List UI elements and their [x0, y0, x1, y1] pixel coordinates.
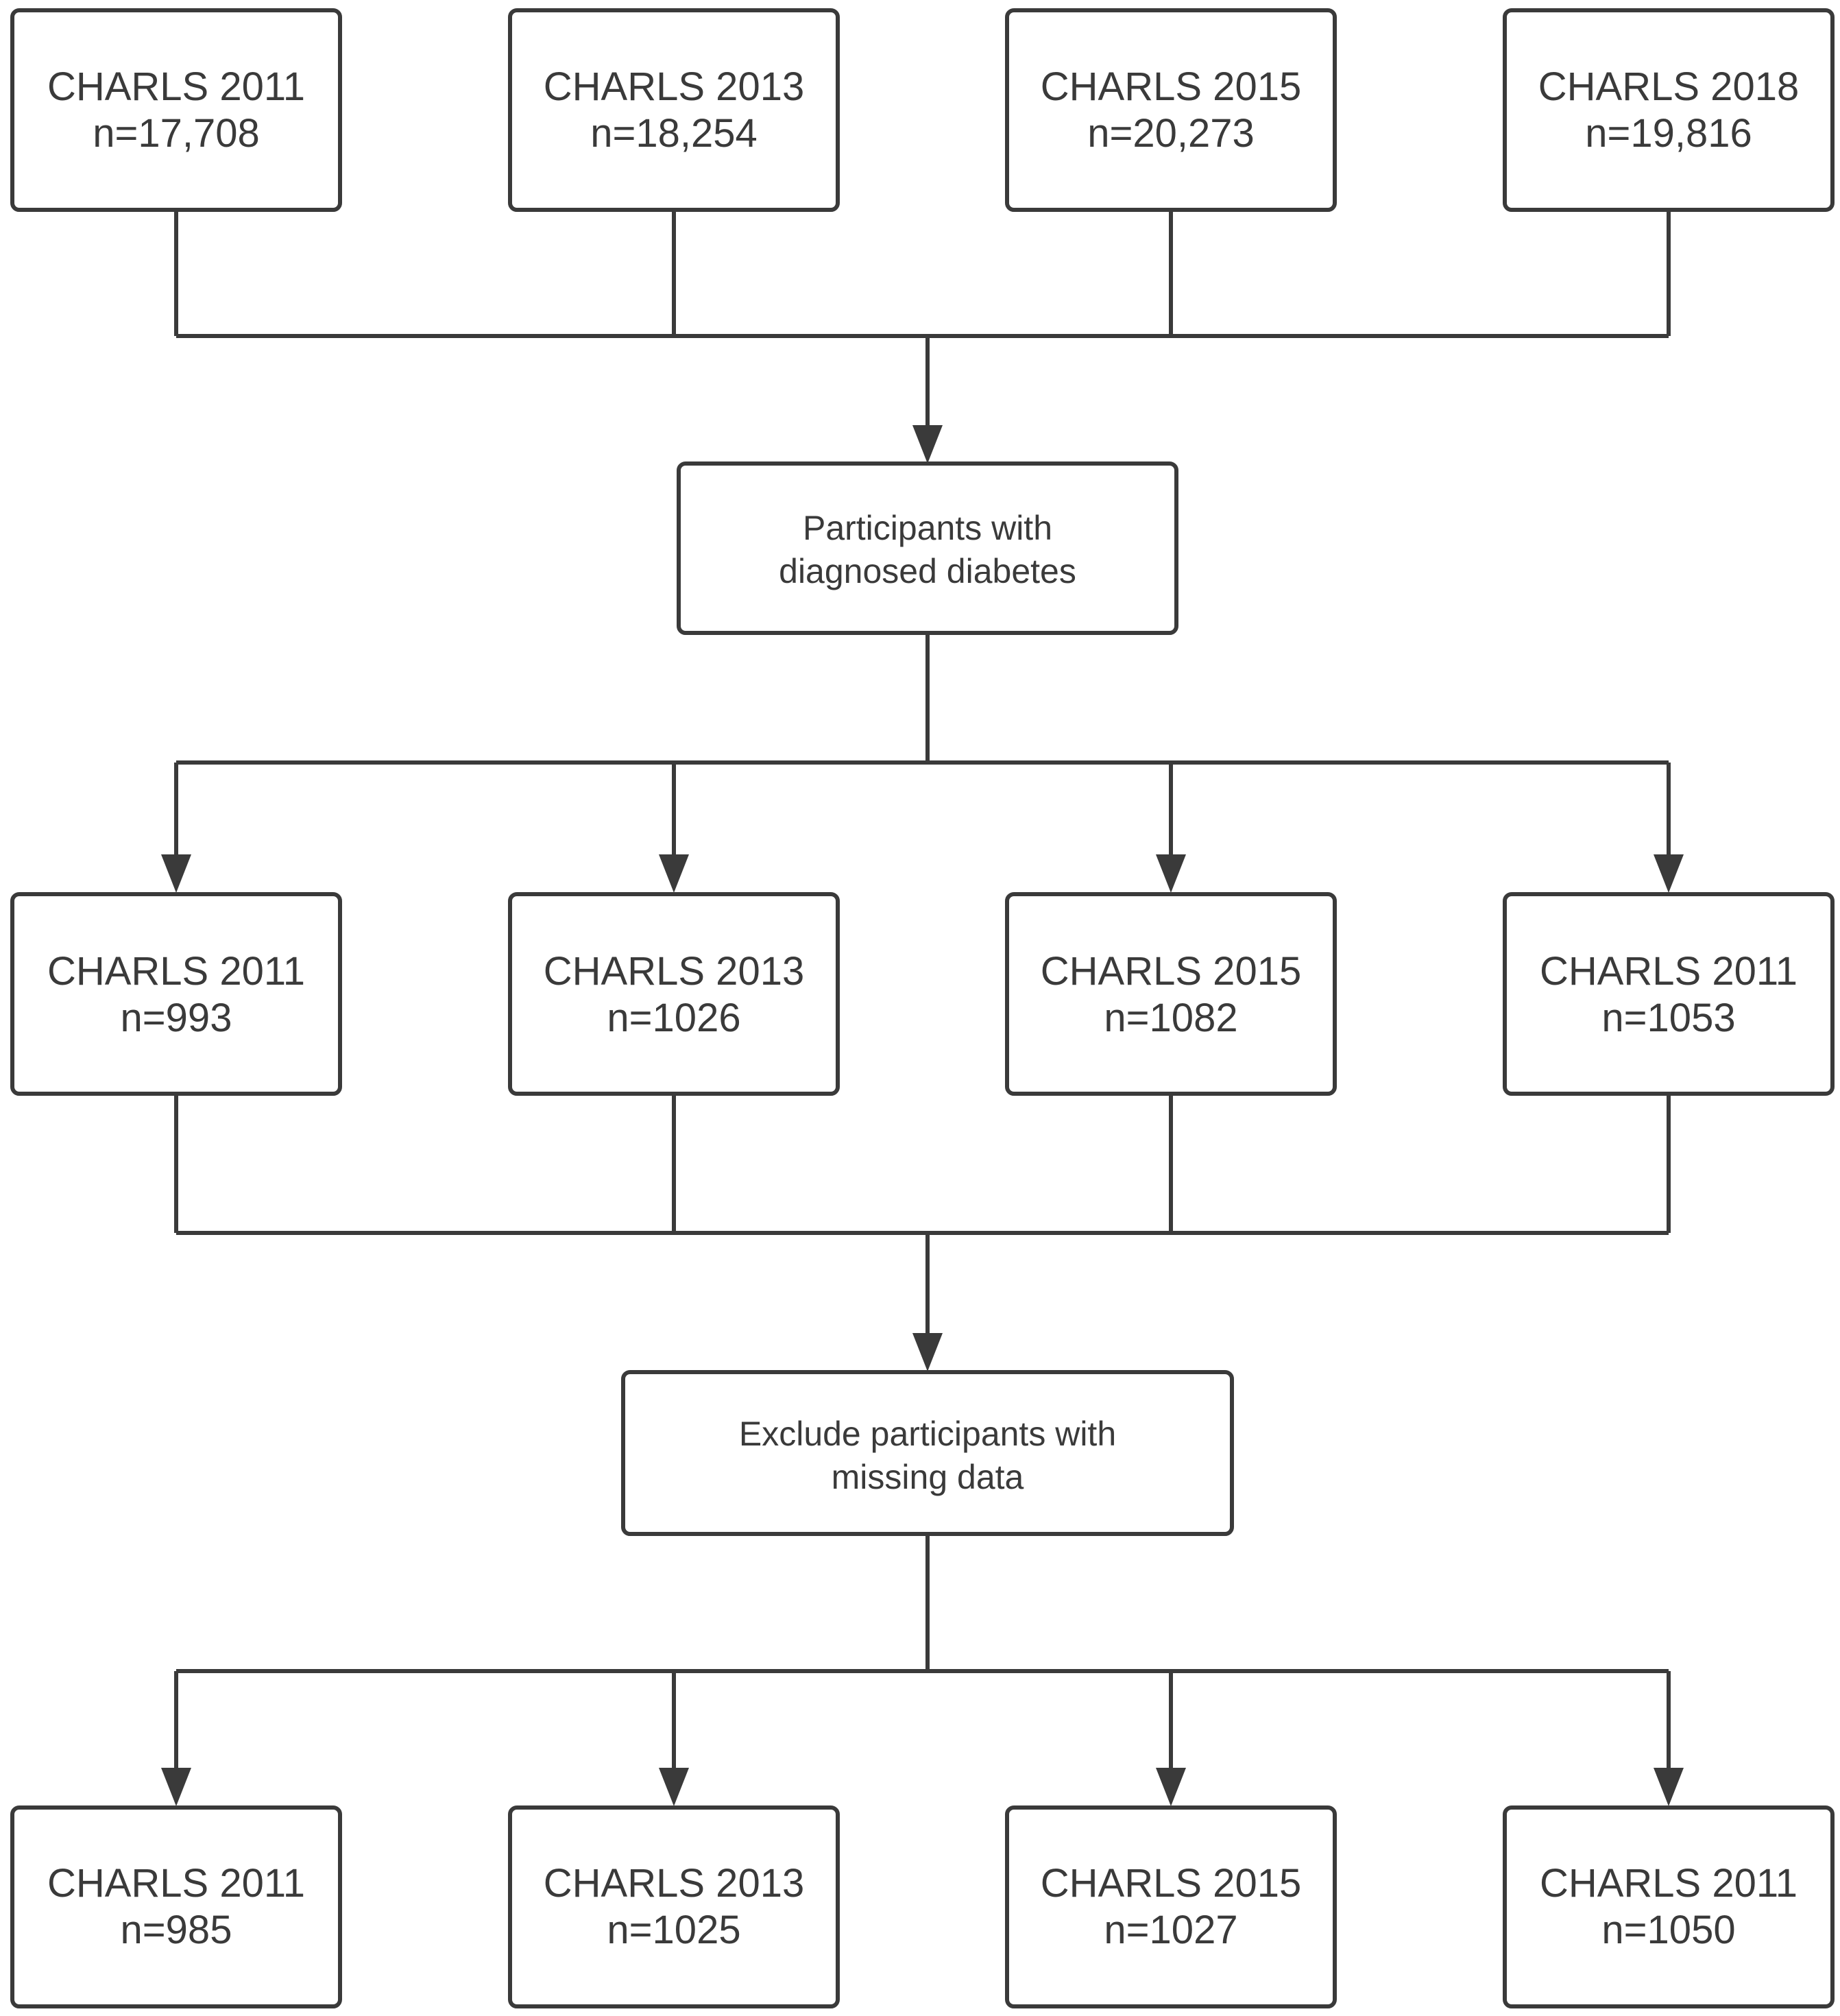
top-box-2: CHARLS 2013 n=18,254	[508, 8, 840, 212]
middle-box-4: CHARLS 2011 n=1053	[1503, 892, 1835, 1096]
box-count: n=985	[121, 1908, 232, 1952]
box-title: CHARLS 2013	[544, 1861, 804, 1906]
arrow-to-middle-2	[659, 854, 689, 893]
box-title: CHARLS 2015	[1041, 1861, 1301, 1906]
connector-top-to-filter-1	[174, 211, 1671, 464]
connector-filter-1-to-middle	[161, 634, 1684, 893]
box-title: CHARLS 2015	[1041, 949, 1301, 994]
arrow-to-bottom-4	[1654, 1768, 1684, 1806]
bottom-box-1: CHARLS 2011 n=985	[10, 1805, 342, 2008]
arrow-to-middle-3	[1156, 854, 1186, 893]
filter-line-2: diagnosed diabetes	[779, 552, 1076, 590]
top-box-4: CHARLS 2018 n=19,816	[1503, 8, 1835, 212]
top-box-1: CHARLS 2011 n=17,708	[10, 8, 342, 212]
box-title: CHARLS 2013	[544, 949, 804, 994]
filter-box-missing-data: Exclude participants with missing data	[621, 1370, 1234, 1536]
arrow-to-bottom-2	[659, 1768, 689, 1806]
arrow-to-bottom-1	[161, 1768, 191, 1806]
bottom-box-3: CHARLS 2015 n=1027	[1005, 1805, 1337, 2008]
filter-line-1: Participants with	[803, 509, 1052, 547]
box-title: CHARLS 2011	[1540, 949, 1797, 994]
arrow-to-middle-4	[1654, 854, 1684, 893]
connector-middle-to-filter-2	[174, 1094, 1671, 1371]
box-count: n=1026	[607, 996, 740, 1040]
arrow-to-bottom-3	[1156, 1768, 1186, 1806]
box-title: CHARLS 2011	[1540, 1861, 1797, 1906]
filter-line-2: missing data	[832, 1458, 1024, 1496]
box-count: n=17,708	[93, 111, 260, 156]
box-count: n=993	[121, 996, 232, 1040]
box-title: CHARLS 2011	[47, 1861, 305, 1906]
top-box-3: CHARLS 2015 n=20,273	[1005, 8, 1337, 212]
filter-box-diagnosed-diabetes: Participants with diagnosed diabetes	[677, 461, 1178, 635]
box-count: n=1027	[1104, 1908, 1237, 1952]
box-count: n=20,273	[1087, 111, 1255, 156]
bottom-box-4: CHARLS 2011 n=1050	[1503, 1805, 1835, 2008]
box-count: n=1053	[1601, 996, 1735, 1040]
box-title: CHARLS 2011	[47, 64, 305, 109]
box-title: CHARLS 2018	[1538, 64, 1799, 109]
box-count: n=18,254	[590, 111, 758, 156]
middle-box-3: CHARLS 2015 n=1082	[1005, 892, 1337, 1096]
arrow-to-middle-1	[161, 854, 191, 893]
box-count: n=1050	[1601, 1908, 1735, 1952]
box-title: CHARLS 2013	[544, 64, 804, 109]
arrow-to-filter-2	[912, 1333, 943, 1371]
bottom-box-2: CHARLS 2013 n=1025	[508, 1805, 840, 2008]
middle-box-1: CHARLS 2011 n=993	[10, 892, 342, 1096]
box-title: CHARLS 2011	[47, 949, 305, 994]
arrow-to-filter-1	[912, 425, 943, 464]
filter-line-1: Exclude participants with	[739, 1415, 1116, 1453]
middle-box-2: CHARLS 2013 n=1026	[508, 892, 840, 1096]
connector-filter-2-to-bottom	[161, 1535, 1684, 1806]
box-count: n=1082	[1104, 996, 1237, 1040]
box-title: CHARLS 2015	[1041, 64, 1301, 109]
box-count: n=1025	[607, 1908, 740, 1952]
box-count: n=19,816	[1585, 111, 1752, 156]
